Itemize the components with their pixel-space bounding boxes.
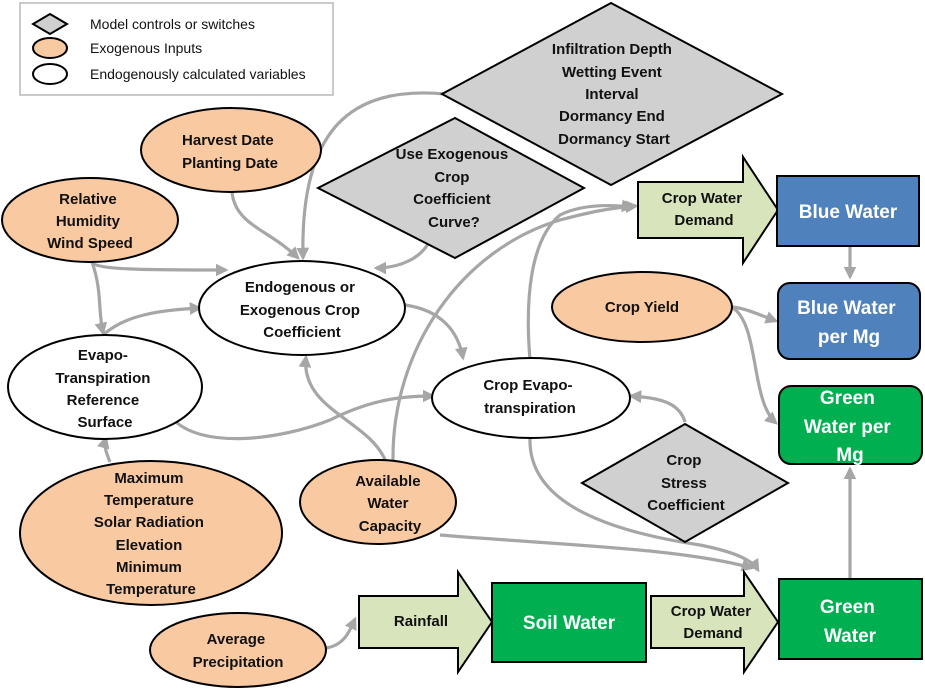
crop-coeff-ellipse [198,260,406,356]
edge-infiltration-to-crop-coeff [296,91,446,261]
edge-available-water-to-green-water [439,533,755,572]
node-use-exogenous: Use Exogenous Crop Coefficient Curve? [315,116,587,260]
max-temp-label: Maximum Temperature Solar Radiation Elev… [94,470,208,598]
crop-yield-label: Crop Yield [605,299,679,316]
edge-avg-precip-to-rainfall [325,616,357,650]
node-crop-evapo: Crop Evapo- transpiration [431,357,631,439]
edge-crop-evapo-to-crop-demand [526,199,635,361]
green-water-label: Green Water [820,597,880,647]
soil-water-box [491,582,647,663]
legend: Model controls or switches Exogenous Inp… [19,2,334,96]
edge-harvest-to-crop-coeff [230,191,300,260]
crop-stress-diamond [579,422,791,544]
rainfall-label: Rainfall [394,613,448,630]
node-crop-yield: Crop Yield [551,271,733,343]
crop-stress-label: Crop Stress Coefficient [647,452,725,514]
crop-evapo-label: Crop Evapo- transpiration [483,377,576,417]
node-max-temp: Maximum Temperature Solar Radiation Elev… [19,460,283,606]
node-blue-per-mg: Blue Water per Mg [777,282,921,360]
blue-water-box [776,175,920,247]
blue-per-mg-label: Blue Water per Mg [797,298,901,348]
blue-per-mg-box [777,282,921,360]
crop-yield-ellipse [551,271,733,343]
crop-demand-bottom-arrow [650,568,780,676]
legend-diamond-icon [31,12,69,36]
edge-crop-yield-to-blue-per-mg [731,305,779,324]
soil-water-label: Soil Water [523,613,616,634]
edge-max-temp-to-evapo-ref [97,435,112,463]
node-rainfall: Rainfall [358,568,494,676]
crop-demand-top-arrow [637,153,780,267]
humidity-label: Relative Humidity Wind Speed [47,191,133,252]
evapo-ref-ellipse [7,334,203,440]
available-water-ellipse [299,459,457,545]
edge-available-water-to-crop-coeff [298,354,388,463]
green-water-box [778,578,923,660]
edge-humidity-to-crop-coeff [90,260,229,277]
legend-box [19,2,334,96]
crop-demand-bottom-label: Crop Water Demand [671,603,755,642]
edge-use-exogenous-to-crop-coeff [373,239,432,275]
node-avg-precip: Average Precipitation [149,612,327,688]
node-humidity: Relative Humidity Wind Speed [1,177,179,263]
legend-label-switches: Model controls or switches [90,16,255,32]
crop-coeff-label: Endogenous or Exogenous Crop Coefficient [240,279,364,341]
edge-crop-coeff-to-crop-evapo [404,303,468,361]
harvest-ellipse [140,107,322,193]
blue-water-label: Blue Water [799,202,898,223]
node-crop-stress: Crop Stress Coefficient [579,422,791,544]
edge-evapo-ref-to-crop-coeff [101,302,203,337]
legend-label-exogenous: Exogenous Inputs [90,40,202,56]
node-crop-demand-bottom: Crop Water Demand [650,568,780,676]
infiltration-diamond [439,1,785,187]
legend-label-endogenous: Endogenously calculated variables [90,66,306,82]
evapo-ref-label: Evapo- Transpiration Reference Surface [55,347,154,431]
harvest-label: Harvest Date Planting Date [182,132,278,172]
green-per-mg-box [778,385,923,465]
node-green-water: Green Water [778,578,923,660]
edge-crop-stress-to-crop-evapo [628,390,687,423]
rainfall-arrow [358,568,494,676]
node-soil-water: Soil Water [491,582,647,663]
legend-exogenous-icon [32,37,68,59]
edge-humidity-to-evapo-ref [90,261,108,336]
avg-precip-ellipse [149,612,327,688]
available-water-label: Available Water Capacity [355,473,424,535]
use-exogenous-label: Use Exogenous Crop Coefficient Curve? [396,146,513,231]
edge-crop-evapo-to-green-water [528,437,760,573]
edge-crop-yield-to-green-per-mg [731,305,778,425]
infiltration-label: Infiltration Depth Wetting Event Interva… [552,41,676,148]
max-temp-ellipse [19,460,283,606]
connector-edges [90,91,857,650]
node-green-per-mg: Green Water per Mg [778,385,923,466]
use-exogenous-diamond [315,116,587,260]
crop-demand-top-label: Crop Water Demand [662,190,746,229]
node-infiltration: Infiltration Depth Wetting Event Interva… [439,1,785,187]
crop-evapo-ellipse [431,357,631,439]
edge-available-water-to-crop-demand [391,200,639,461]
node-evapo-ref: Evapo- Transpiration Reference Surface [7,334,203,440]
avg-precip-label: Average Precipitation [193,631,284,671]
node-crop-demand-top: Crop Water Demand [637,153,780,267]
green-per-mg-label: Green Water per Mg [804,388,896,466]
node-available-water: Available Water Capacity [299,459,457,545]
node-crop-coeff: Endogenous or Exogenous Crop Coefficient [198,260,406,356]
humidity-ellipse [1,177,179,263]
node-harvest: Harvest Date Planting Date [140,107,322,193]
legend-endogenous-icon [32,63,68,85]
node-blue-water: Blue Water [776,175,920,247]
